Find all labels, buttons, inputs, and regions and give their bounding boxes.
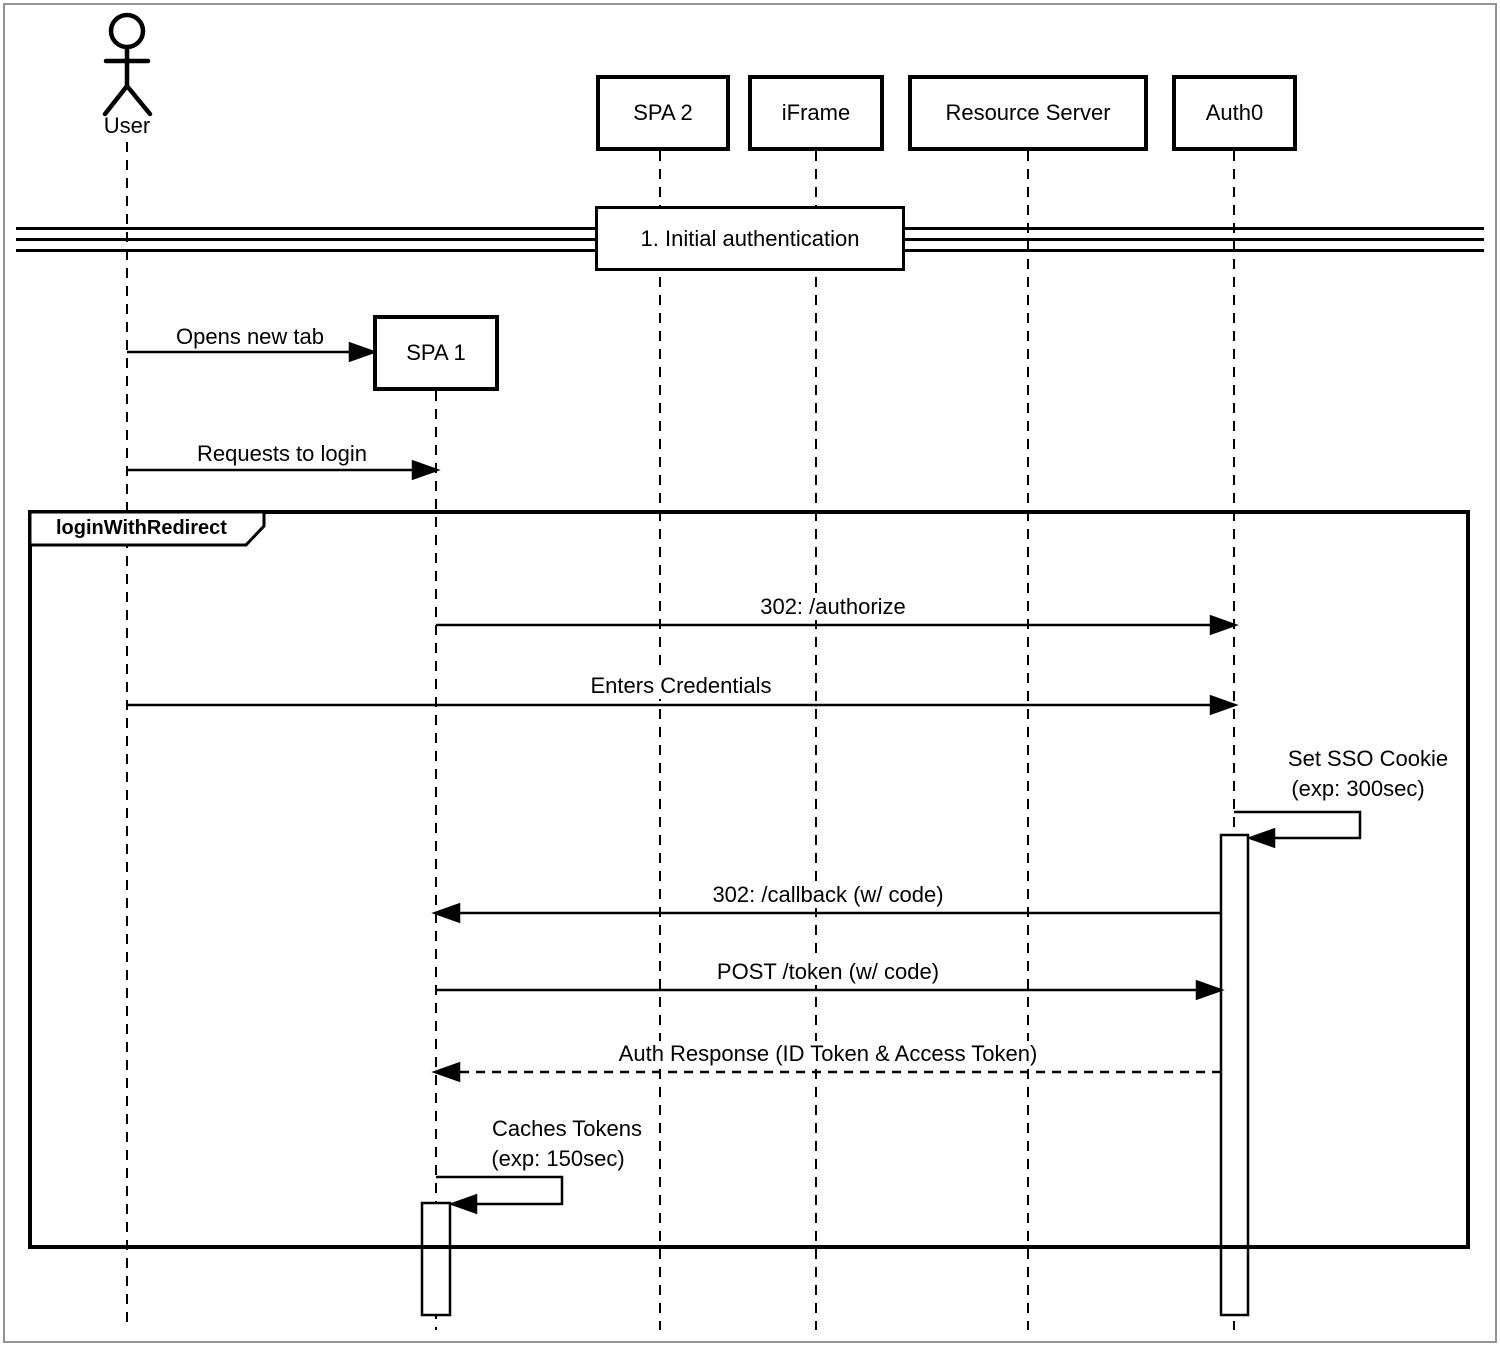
user-actor-icon: [102, 12, 153, 117]
message-label-302-callback: 302: /callback (w/ code): [708, 882, 948, 908]
message-label-post-token: POST /token (w/ code): [712, 959, 944, 985]
message-label-set-sso-cookie-line2: (exp: 300sec): [1287, 776, 1429, 802]
section-banner-label: 1. Initial authentication: [640, 225, 860, 251]
self-message-caches-tokens: [436, 1175, 564, 1215]
message-label-302-authorize: 302: /authorize: [756, 594, 910, 620]
participant-label-iframe: iFrame: [781, 100, 851, 125]
arrow-auth-response: [431, 1061, 1221, 1083]
arrow-post-token: [436, 979, 1225, 1001]
message-label-caches-tokens-line2: (exp: 150sec): [487, 1146, 629, 1172]
participant-box-auth0: Auth0: [1172, 75, 1297, 151]
participant-box-spa1: SPA 1: [373, 315, 499, 391]
login-with-redirect-frame-label: loginWithRedirect: [56, 517, 227, 539]
participant-label-spa1: SPA 1: [406, 340, 466, 365]
participant-label-auth0: Auth0: [1205, 100, 1264, 125]
lifelines: [126, 142, 1235, 1330]
participant-box-resource-server: Resource Server: [908, 75, 1148, 151]
participant-label-resource-server: Resource Server: [945, 100, 1111, 125]
message-label-opens-new-tab: Opens new tab: [172, 324, 328, 350]
arrow-opens-new-tab: [127, 341, 378, 363]
participant-box-spa2: SPA 2: [596, 75, 730, 151]
user-actor-label: User: [103, 113, 151, 138]
self-message-set-sso-cookie: [1234, 810, 1362, 849]
auth0-activation-bar: [1219, 833, 1250, 1317]
message-label-enters-credentials: Enters Credentials: [586, 673, 776, 699]
participant-box-iframe: iFrame: [748, 75, 884, 151]
participant-label-spa2: SPA 2: [633, 100, 693, 125]
message-label-caches-tokens-line1: Caches Tokens: [487, 1116, 647, 1142]
message-label-set-sso-cookie-line1: Set SSO Cookie: [1283, 746, 1453, 772]
message-label-auth-response: Auth Response (ID Token & Access Token): [614, 1041, 1042, 1067]
message-label-requests-to-login: Requests to login: [193, 441, 371, 467]
section-banner: 1. Initial authentication: [595, 206, 905, 271]
login-with-redirect-frame-tab: [28, 510, 266, 547]
arrow-enters-credentials: [127, 694, 1239, 716]
arrow-302-authorize: [436, 614, 1239, 636]
login-with-redirect-frame: [28, 510, 1470, 1249]
arrow-302-callback: [431, 902, 1221, 924]
arrow-requests-to-login: [127, 459, 441, 481]
spa1-activation-bar: [420, 1201, 452, 1317]
